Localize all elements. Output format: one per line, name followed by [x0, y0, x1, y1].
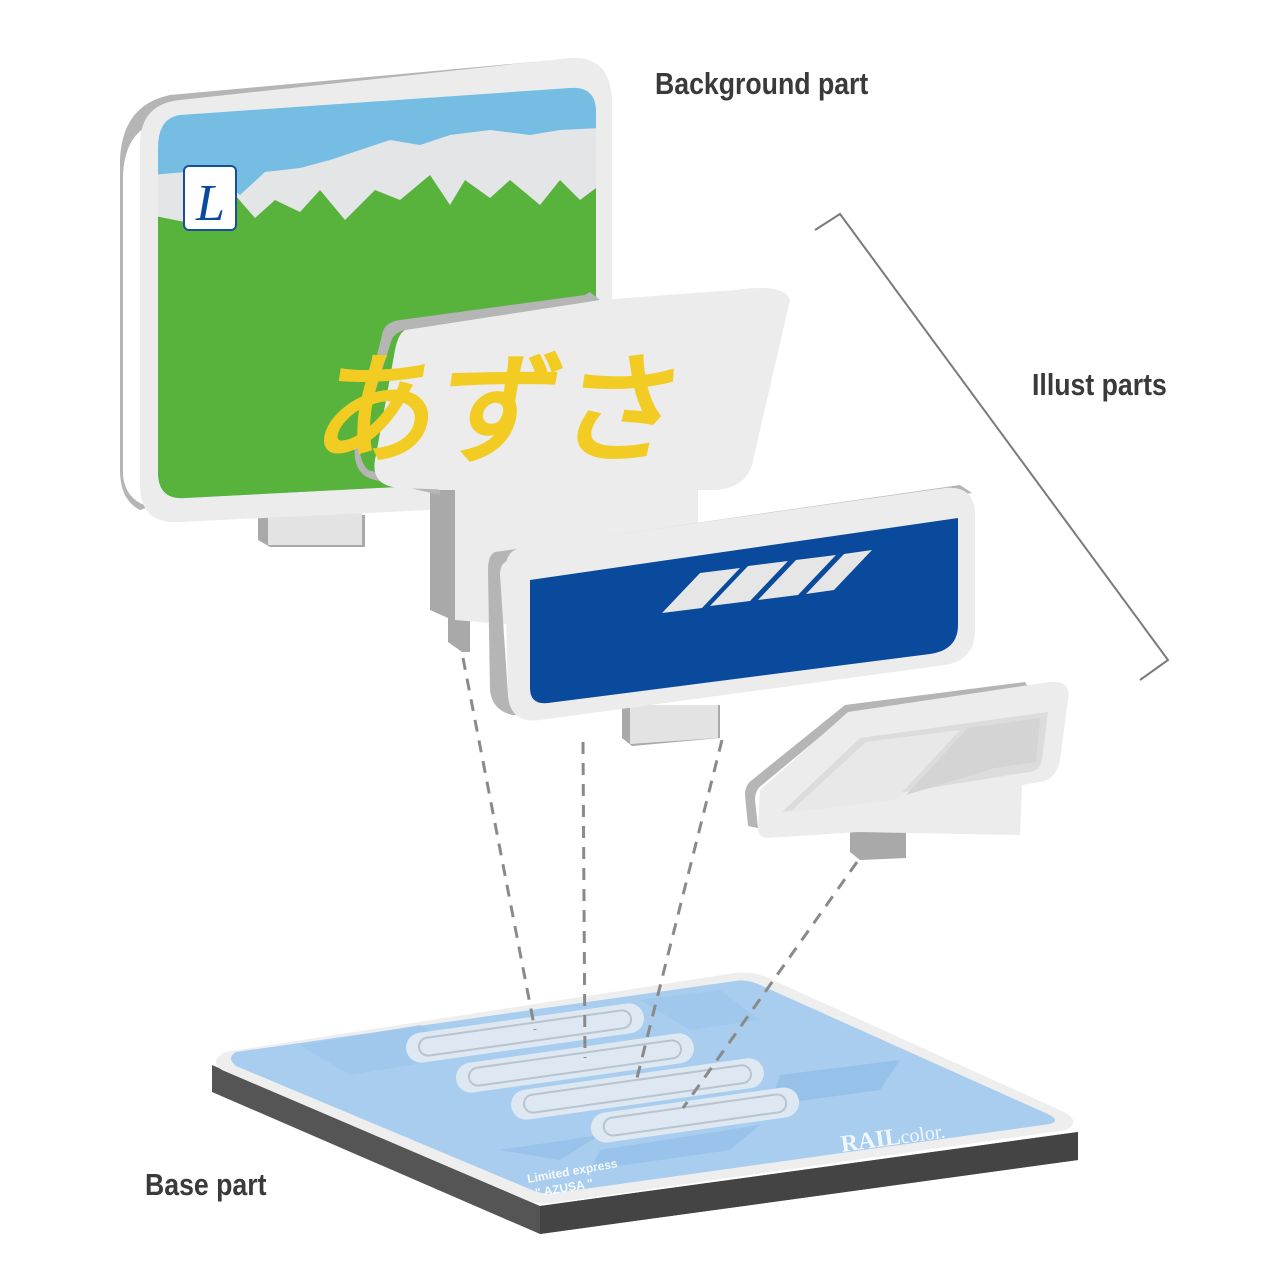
- label-base-part: Base part: [145, 1167, 267, 1202]
- blue-band-part: [488, 485, 975, 746]
- band-stripes-logo: [662, 550, 872, 613]
- line-logo-badge: L: [183, 165, 237, 232]
- label-background-part: Background part: [655, 66, 869, 101]
- assembly-guide-lines: [461, 657, 859, 1109]
- base-part: RAILcolor. Limited express " AZUSA ": [212, 972, 1078, 1234]
- label-illust-parts: Illust parts: [1032, 367, 1167, 402]
- azusa-name-text: あずさ: [305, 341, 695, 481]
- window-part: [745, 681, 1069, 860]
- illust-parts-bracket: [814, 212, 1170, 681]
- line-logo-letter: L: [195, 175, 225, 232]
